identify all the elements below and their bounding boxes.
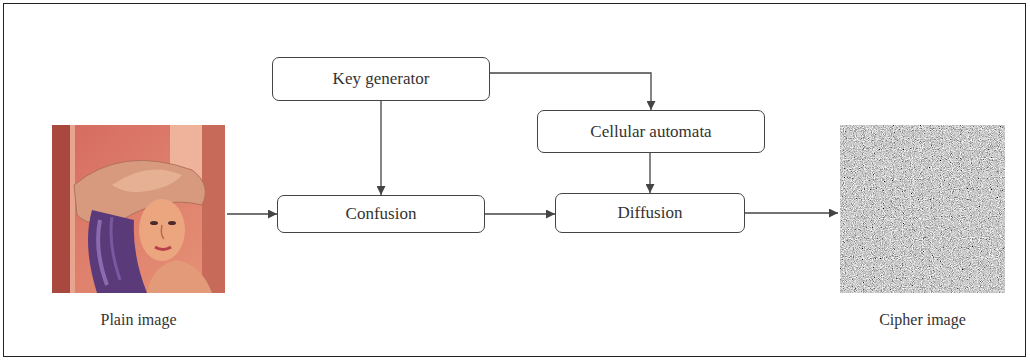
flow-arrow <box>745 212 838 213</box>
flow-arrow <box>649 153 650 193</box>
plain-image-picture <box>52 125 225 293</box>
process-box: Key generator <box>272 57 490 101</box>
process-box: Cellular automata <box>537 110 765 153</box>
flow-arrow <box>485 213 555 214</box>
process-box: Confusion <box>277 195 485 233</box>
image-node: Cipher image <box>840 125 1005 293</box>
image-node: Plain image <box>52 125 225 293</box>
box-label: Confusion <box>346 204 417 224</box>
box-label: Cellular automata <box>590 122 711 142</box>
process-box: Diffusion <box>555 193 745 233</box>
box-label: Diffusion <box>618 203 683 223</box>
flow-arrow <box>227 213 277 214</box>
flow-arrow <box>490 73 651 110</box>
image-caption: Cipher image <box>820 311 1025 329</box>
box-label: Key generator <box>333 69 430 89</box>
image-caption: Plain image <box>32 311 245 329</box>
cipher-image-noise <box>840 125 1005 293</box>
flow-arrow <box>380 101 381 195</box>
